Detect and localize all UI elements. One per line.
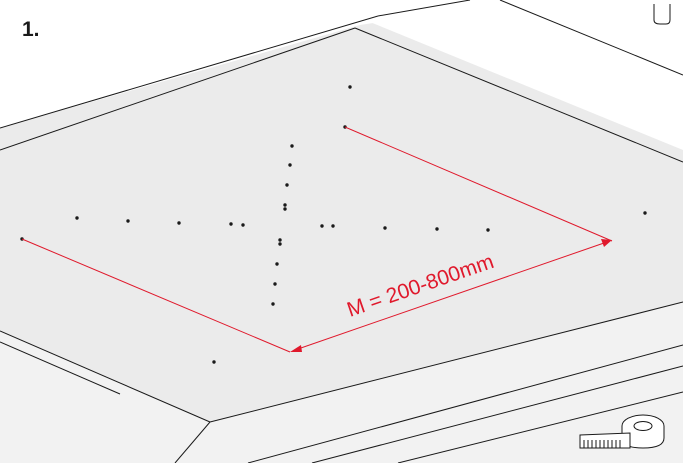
arrow-head-right xyxy=(601,239,612,247)
dimension-arrows xyxy=(290,239,612,352)
measurement-guides xyxy=(21,126,613,353)
step-number: 1. xyxy=(22,18,40,41)
tape-measure-icon xyxy=(579,414,665,449)
mounting-holes xyxy=(20,85,647,364)
arrow-head-left xyxy=(290,345,302,352)
corner-bracket xyxy=(653,4,671,25)
